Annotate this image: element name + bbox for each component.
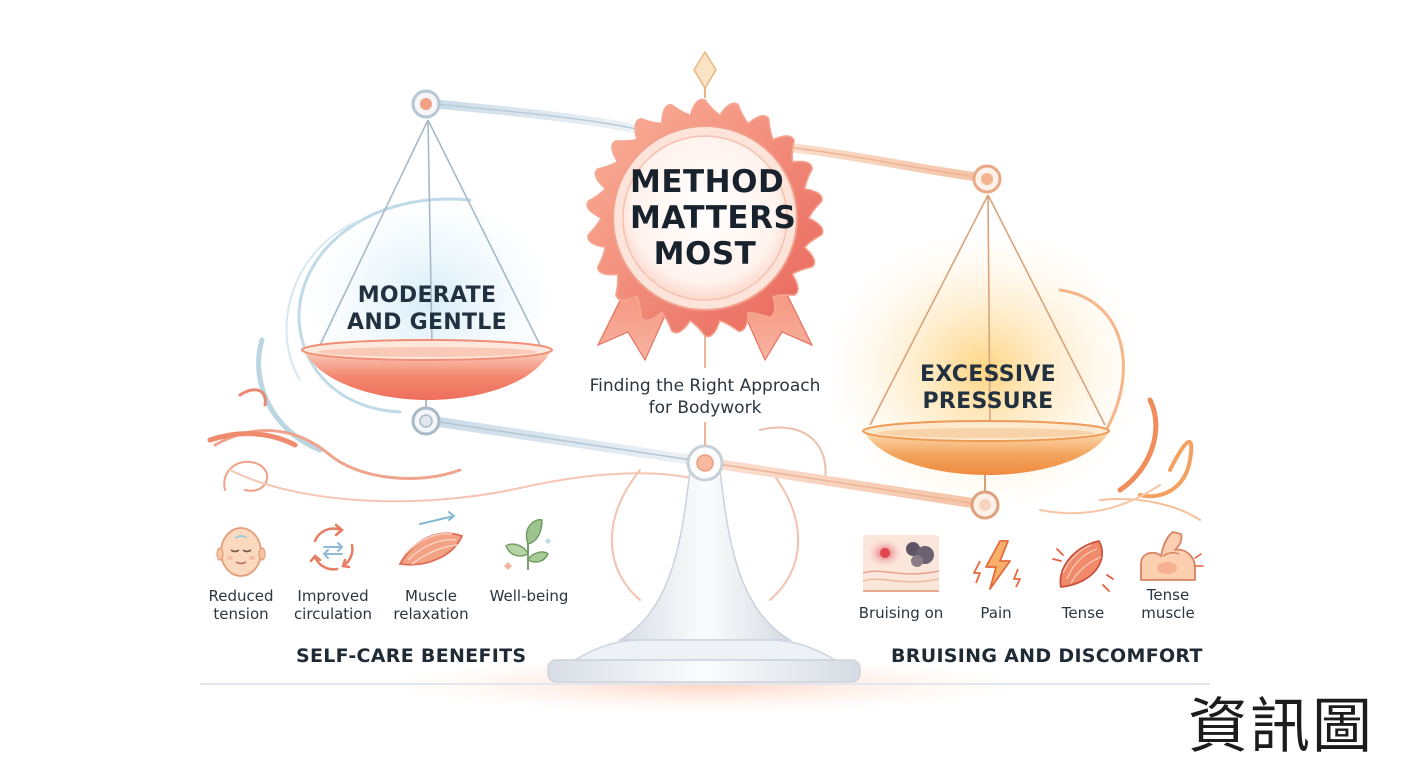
right-pan-label: EXCESSIVE PRESSURE: [919, 362, 1057, 414]
benefit-label-well-being: Well-being: [489, 587, 569, 605]
pivot-joints: [411, 89, 1002, 520]
center-motion-arcs: [610, 426, 827, 601]
flexed-arm-icon: [1140, 531, 1204, 581]
discomfort-section-title: BRUISING AND DISCOMFORT: [891, 645, 1203, 667]
medal-face: [622, 135, 788, 301]
corner-watermark: 資訊圖: [1188, 692, 1374, 762]
left-swirl-decoration: [207, 197, 701, 503]
benefit-label-improved-circulation: Improved circulation: [293, 587, 373, 623]
muscle-fiber-icon: [398, 511, 464, 566]
right-swirl-decoration: [1039, 288, 1201, 521]
left-pan-label: MODERATE AND GENTLE: [347, 283, 507, 335]
sprout-icon: [504, 519, 551, 570]
scale-stand: [547, 444, 861, 683]
tense-muscle-icon: [1052, 539, 1114, 592]
discomfort-label-bruising: Bruising on: [858, 604, 944, 622]
discomfort-label-tense: Tense: [1061, 604, 1105, 622]
right-pan-strings: [869, 194, 1106, 426]
lightning-bolt-icon: [973, 540, 1021, 590]
benefits-section-title: SELF-CARE BENEFITS: [296, 645, 527, 667]
circulation-arrows-icon: [309, 523, 354, 571]
benefit-label-muscle-relaxation: Muscle relaxation: [393, 587, 469, 623]
discomfort-label-tense-muscle: Tense muscle: [1141, 586, 1195, 622]
benefit-label-reduced-tension: Reduced tension: [208, 587, 274, 623]
relaxed-face-icon: [216, 527, 266, 577]
medal-subtitle: Finding the Right Approach for Bodywork: [589, 376, 821, 418]
left-pan-strings: [319, 119, 541, 346]
medal-title: METHOD MATTERS MOST: [630, 164, 797, 272]
discomfort-label-pain: Pain: [980, 604, 1012, 622]
bruised-skin-icon: [862, 535, 940, 592]
left-pan: [301, 339, 553, 400]
right-pan: [862, 420, 1110, 475]
